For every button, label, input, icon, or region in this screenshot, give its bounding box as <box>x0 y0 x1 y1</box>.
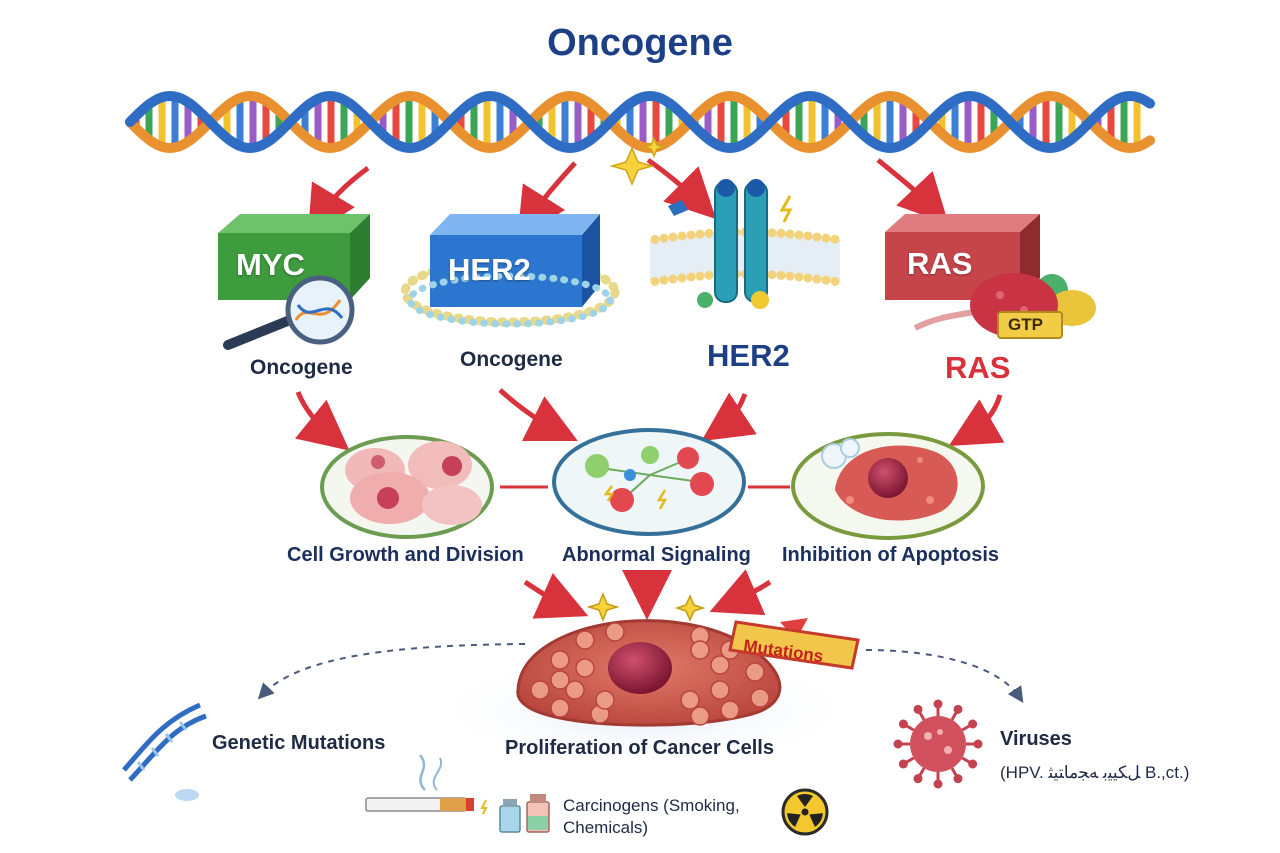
abnormal-signaling-illustration <box>552 428 746 536</box>
magnifier-icon <box>223 275 355 350</box>
her2-receptor-caption: HER2 <box>707 338 790 373</box>
tumor-spark-icons <box>586 591 706 623</box>
carcinogens-line1: Carcinogens (Smoking, <box>563 796 740 815</box>
ras-caption: RAS <box>945 350 1011 385</box>
cell-growth-illustration <box>320 435 494 539</box>
her2-box-label: HER2 <box>448 252 531 287</box>
virus-icon <box>893 699 983 789</box>
ras-box-label: RAS <box>907 246 973 281</box>
ras-gene-box <box>885 214 1040 300</box>
cell-to-tumor-arrows <box>523 569 772 620</box>
cancer-cell-mass <box>516 619 782 727</box>
small-dna-icon <box>122 702 207 801</box>
genetic-mutations-label: Genetic Mutations <box>212 732 386 754</box>
viruses-label: Viruses <box>1000 728 1072 750</box>
dna-helix-icon <box>125 90 1155 154</box>
mutations-tag <box>728 618 860 670</box>
cigarette-icon <box>365 754 488 815</box>
gtp-protein-icon <box>913 273 1096 339</box>
myc-box-label: MYC <box>236 247 305 282</box>
gtp-label: GTP <box>1008 315 1043 334</box>
cell-growth-label: Cell Growth and Division <box>287 544 524 566</box>
page-title: Oncogene <box>547 22 733 64</box>
proliferation-label: Proliferation of Cancer Cells <box>505 737 774 759</box>
carcinogens-line2: Chemicals) <box>563 818 649 837</box>
viruses-detail: (HPV. ﻞﻜﻴﻴﺑ ﻪﺠﻣﺎﺘﻴﺜ B.,ct.) <box>1000 763 1190 782</box>
spark-icon <box>609 136 667 186</box>
myc-caption: Oncogene <box>250 356 353 379</box>
membrane-receptor-icon <box>650 179 840 309</box>
radiation-icon <box>781 788 829 836</box>
her2-box-caption: Oncogene <box>460 348 563 371</box>
her2-gene-box <box>400 214 620 328</box>
abnormal-signaling-label: Abnormal Signaling <box>562 544 751 566</box>
dashed-cause-connectors <box>257 643 1024 704</box>
gene-to-cell-arrows <box>294 388 1005 451</box>
apoptosis-inhibition-illustration <box>791 432 985 540</box>
apoptosis-label: Inhibition of Apoptosis <box>782 544 999 566</box>
chemical-bottles-icon <box>499 794 550 833</box>
